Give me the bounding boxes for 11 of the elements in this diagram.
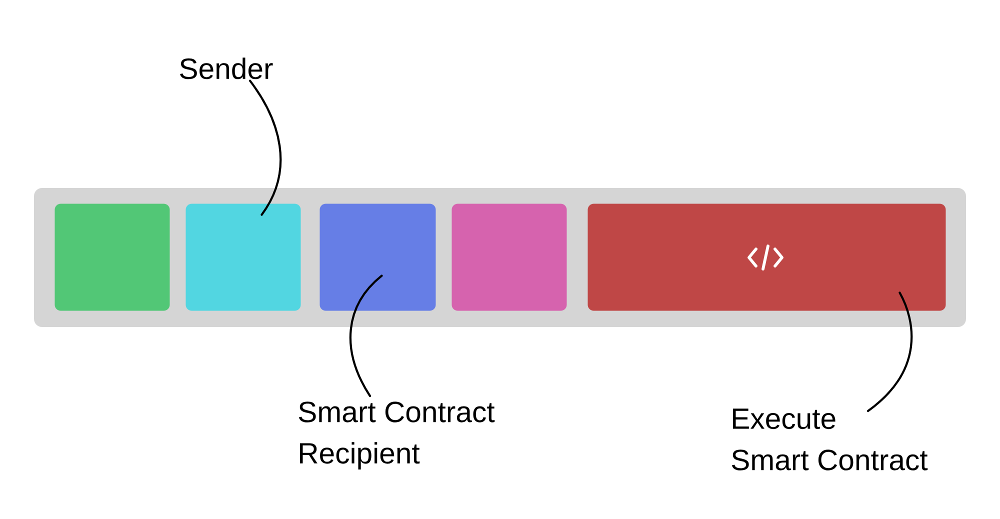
- color-block: [320, 204, 436, 311]
- color-block: [588, 204, 946, 311]
- color-block: [452, 204, 567, 311]
- leader-line: [349, 274, 383, 398]
- callout-label: Smart Contract Recipient: [298, 402, 495, 470]
- leader-line: [866, 292, 913, 412]
- leader-line: [248, 80, 282, 216]
- callout-label: Sender: [180, 58, 273, 80]
- color-block: [54, 204, 170, 311]
- color-block: [186, 204, 301, 311]
- callout-label: Execute Smart Contract: [732, 408, 928, 470]
